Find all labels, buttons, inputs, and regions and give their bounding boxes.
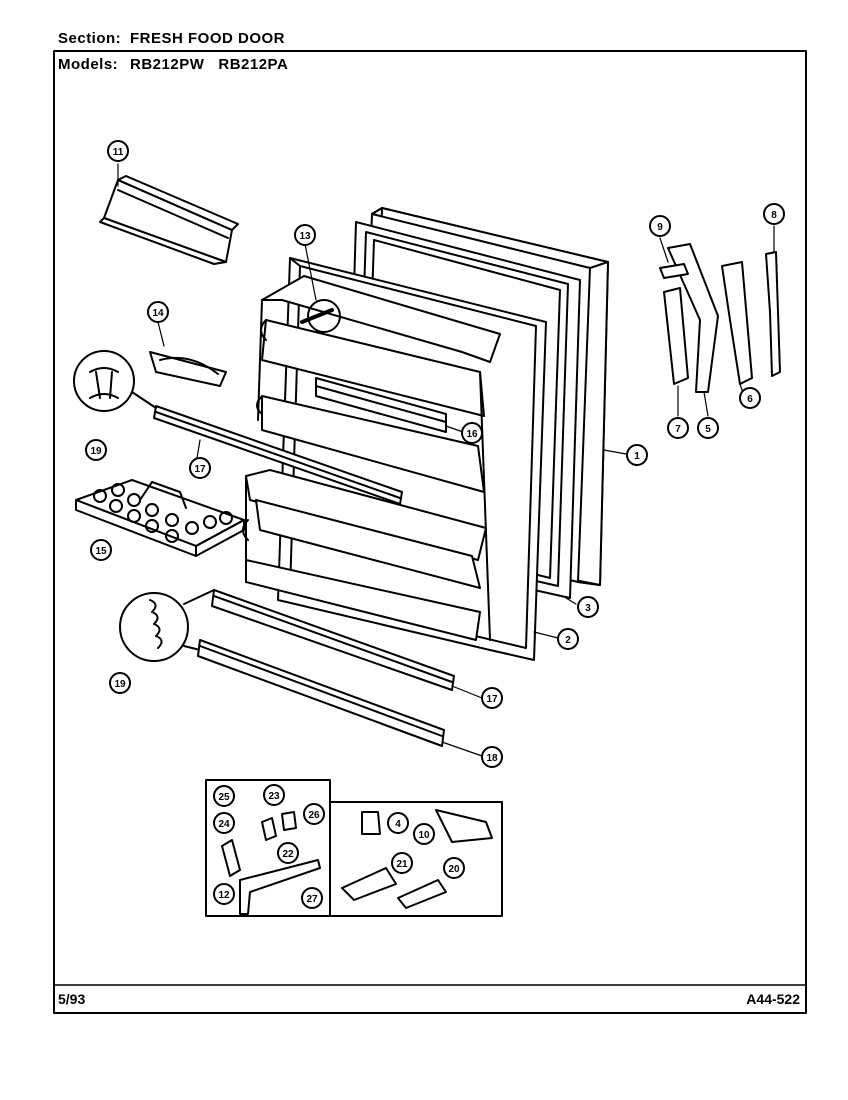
lower-shelf-bar-17: [211, 589, 455, 691]
callout-3: 3: [585, 603, 591, 614]
callout-labels: 11 13 14 9 8 16 1 7 5 6 19 17 15 3 2 19 …: [90, 147, 777, 905]
callout-22: 22: [282, 849, 294, 860]
callout-27: 27: [306, 894, 318, 905]
section-label: Section:: [58, 30, 122, 47]
door-liner-shelves: [242, 275, 501, 641]
inset-parts: [221, 809, 493, 915]
callout-26: 26: [308, 810, 320, 821]
upper-shelf-bar: [153, 405, 403, 505]
detail-circle-19-upper: [73, 350, 157, 412]
callout-14: 14: [152, 308, 164, 319]
callout-19-upper: 19: [90, 446, 102, 457]
callout-4: 4: [395, 819, 401, 830]
callout-25: 25: [218, 792, 230, 803]
upper-door-bar: [315, 377, 447, 433]
callout-17-upper: 17: [194, 464, 206, 475]
model-rb212pw: RB212PW: [130, 56, 205, 73]
callout-15: 15: [95, 546, 107, 557]
callout-24: 24: [218, 819, 230, 830]
butter-compartment-door: [99, 175, 239, 265]
bracket-hardware-inset: [329, 801, 503, 917]
model-rb212pa: RB212PA: [218, 56, 289, 73]
section-header: Section: FRESH FOOD DOOR: [58, 30, 299, 47]
section-value: FRESH FOOD DOOR: [130, 30, 286, 47]
models-header: Models: RB212PW RB212PA: [58, 56, 302, 73]
detail-circle-13: [307, 299, 341, 333]
callout-6: 6: [747, 394, 753, 405]
outer-frame: [53, 50, 807, 1014]
callout-2: 2: [565, 635, 571, 646]
callout-8: 8: [771, 210, 777, 221]
hinge-parts: [659, 243, 781, 393]
callout-13: 13: [299, 231, 311, 242]
callout-11: 11: [113, 147, 124, 158]
callout-20: 20: [448, 864, 460, 875]
models-label: Models:: [58, 56, 119, 73]
bottom-shelf-bar-18: [197, 639, 445, 747]
footer-doc-number: A44-522: [746, 991, 800, 1007]
callout-16: 16: [466, 429, 478, 440]
callout-circles: [85, 140, 785, 909]
callout-12: 12: [218, 890, 230, 901]
detail-13-part: [300, 308, 334, 324]
callout-19-lower: 19: [114, 679, 126, 690]
callout-21: 21: [396, 859, 408, 870]
callout-9: 9: [657, 222, 663, 233]
callout-7: 7: [675, 424, 681, 435]
callout-1: 1: [634, 451, 640, 462]
footer-date: 5/93: [58, 991, 86, 1007]
callout-10: 10: [418, 830, 430, 841]
callout-5: 5: [705, 424, 711, 435]
leader-lines: [117, 163, 775, 757]
callout-18: 18: [486, 753, 498, 764]
butter-dish: [149, 351, 227, 387]
egg-tray: [75, 479, 245, 557]
callout-23: 23: [268, 791, 280, 802]
callout-17-lower: 17: [486, 694, 498, 705]
detail-circle-19-lower: [119, 589, 215, 662]
